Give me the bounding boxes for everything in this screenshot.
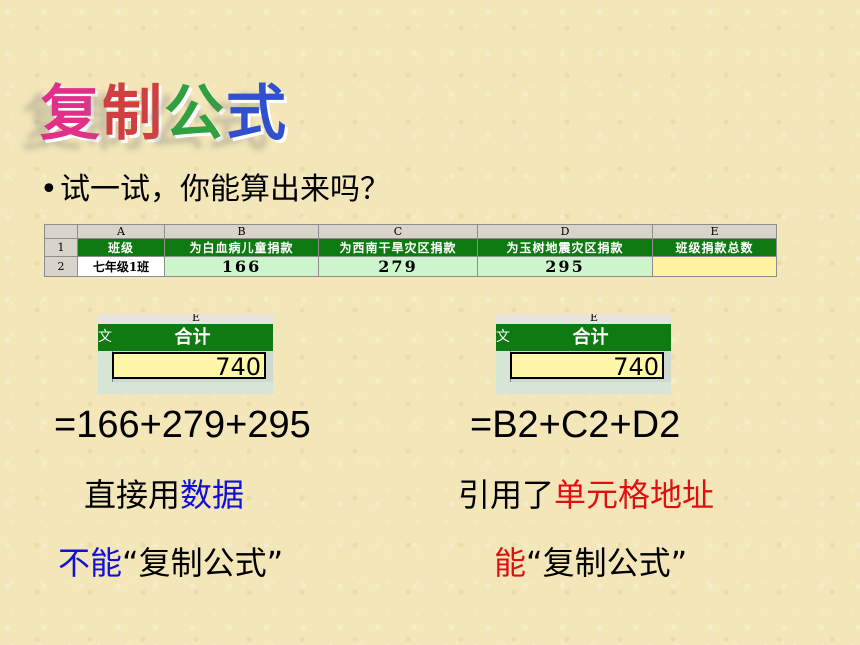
snap-edge bbox=[112, 382, 273, 394]
title-char-2: 制 bbox=[102, 79, 164, 149]
snap-header-cell[interactable]: 合计 bbox=[112, 324, 273, 351]
header-cell[interactable]: 为白血病儿童捐款 bbox=[164, 238, 319, 257]
snap-left-glyph: 文 bbox=[98, 324, 112, 351]
description-left: 直接用数据 bbox=[84, 470, 244, 516]
title-char-1: 复 bbox=[40, 79, 102, 149]
header-cell[interactable]: 为玉树地震灾区捐款 bbox=[477, 238, 653, 257]
formula-left: =166+279+295 bbox=[54, 404, 311, 446]
result-right-text: “复制公式” bbox=[526, 544, 688, 582]
header-cell[interactable]: 班级捐款总数 bbox=[652, 238, 777, 257]
header-cell[interactable]: 班级 bbox=[77, 238, 165, 257]
slide-title: 复制公式 bbox=[40, 84, 288, 144]
snap-edge bbox=[510, 382, 671, 394]
snap-value-cell[interactable]: 740 bbox=[112, 352, 266, 381]
col-header-a[interactable]: A bbox=[77, 224, 165, 239]
description-right-highlight: 单元格地址 bbox=[554, 476, 715, 514]
table-row: 2 七年级1班 166 279 295 bbox=[44, 256, 777, 277]
bullet-dot-icon: • bbox=[40, 172, 58, 207]
column-header-row: A B C D E bbox=[44, 224, 777, 239]
title-char-4: 式 bbox=[226, 79, 288, 149]
snap-value-cell[interactable]: 740 bbox=[510, 352, 664, 381]
col-header-b[interactable]: B bbox=[164, 224, 319, 239]
description-left-highlight: 数据 bbox=[180, 476, 245, 514]
corner-cell[interactable] bbox=[44, 224, 78, 239]
result-left: 不能“复制公式” bbox=[58, 538, 283, 584]
bullet-item: •试一试，你能算出来吗？ bbox=[40, 164, 390, 208]
description-right: 引用了单元格地址 bbox=[458, 470, 714, 516]
value-cell-c2[interactable]: 279 bbox=[318, 256, 478, 277]
col-header-d[interactable]: D bbox=[477, 224, 653, 239]
cell-snapshot-right: E 文 合计 740 bbox=[496, 314, 671, 394]
col-header-c[interactable]: C bbox=[318, 224, 478, 239]
col-header-e[interactable]: E bbox=[652, 224, 777, 239]
title-char-3: 公 bbox=[164, 79, 226, 149]
row-header-1[interactable]: 1 bbox=[44, 238, 78, 257]
description-left-text: 直接用 bbox=[84, 476, 181, 514]
result-right: 能“复制公式” bbox=[494, 538, 687, 584]
bullet-text: 试一试，你能算出来吗？ bbox=[60, 172, 390, 207]
class-name-cell[interactable]: 七年级1班 bbox=[77, 256, 165, 277]
value-cell-b2[interactable]: 166 bbox=[164, 256, 319, 277]
snap-left-glyph: 文 bbox=[496, 324, 510, 351]
formula-right: =B2+C2+D2 bbox=[470, 404, 681, 446]
snap-header-cell[interactable]: 合计 bbox=[510, 324, 671, 351]
description-right-text: 引用了 bbox=[458, 476, 555, 514]
result-left-text: “复制公式” bbox=[122, 544, 284, 582]
header-cell[interactable]: 为西南干旱灾区捐款 bbox=[318, 238, 478, 257]
total-cell-e2[interactable] bbox=[652, 256, 777, 277]
cell-snapshot-left: E 文 合计 740 bbox=[98, 314, 273, 394]
row-header-2[interactable]: 2 bbox=[44, 256, 78, 277]
table-row: 1 班级 为白血病儿童捐款 为西南干旱灾区捐款 为玉树地震灾区捐款 班级捐款总数 bbox=[44, 238, 777, 257]
value-cell-d2[interactable]: 295 bbox=[477, 256, 653, 277]
result-right-label: 能 bbox=[494, 544, 527, 582]
result-left-label: 不能 bbox=[58, 544, 123, 582]
spreadsheet-table: A B C D E 1 班级 为白血病儿童捐款 为西南干旱灾区捐款 为玉树地震灾… bbox=[44, 224, 777, 277]
